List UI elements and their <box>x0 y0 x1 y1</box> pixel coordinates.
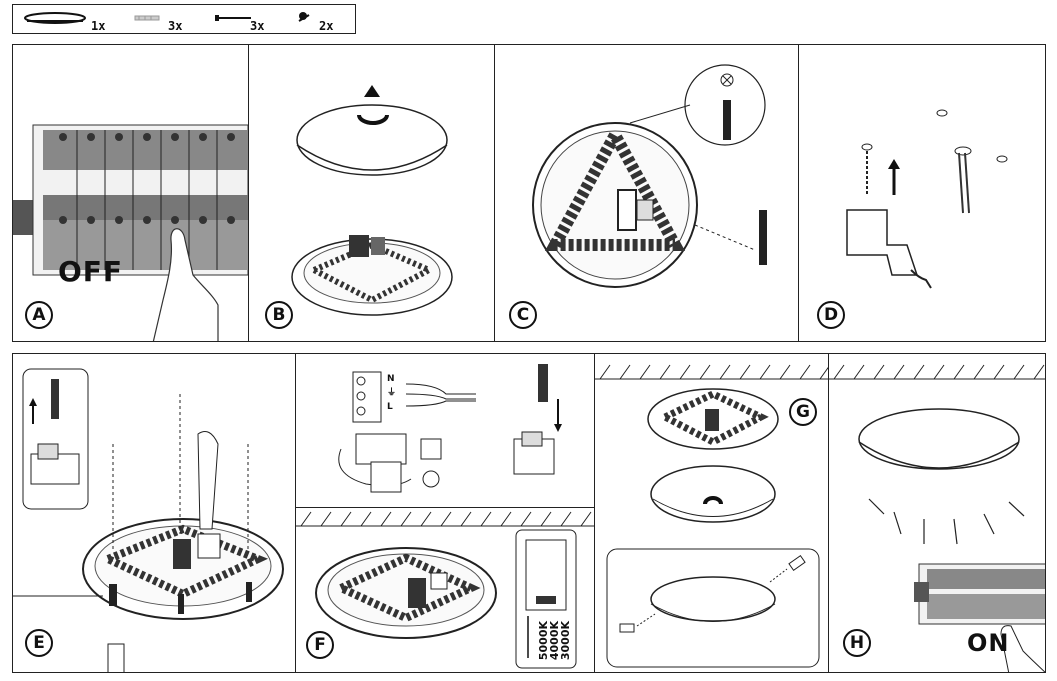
step-g-panel: G <box>594 353 829 673</box>
step-d-panel: D <box>798 44 1046 342</box>
step-a-badge: A <box>25 301 53 329</box>
cct-option-4000k: 4000K <box>548 621 561 661</box>
screw-icon <box>215 15 251 21</box>
step-c-panel: C <box>494 44 799 342</box>
wiring-panel: N ⏚ L <box>295 353 595 508</box>
part-qty-screw: 3x <box>250 19 265 33</box>
cct-option-5000k: 5000K <box>537 621 550 661</box>
terminal-label-l: L <box>387 402 393 412</box>
step-b-badge: B <box>265 301 293 329</box>
step-f-panel: 3000K 4000K 5000K F <box>295 507 595 673</box>
ceiling-lamp-icon <box>24 12 86 24</box>
mount-base-illustration <box>13 368 284 672</box>
step-h-badge: H <box>843 629 871 657</box>
attach-cover-illustration <box>595 364 828 668</box>
step-d-badge: D <box>817 301 845 329</box>
breaker-panel-illustration <box>13 124 248 341</box>
step-a-panel: OFF A <box>12 44 249 342</box>
step-e-badge: E <box>25 629 53 657</box>
power-on-illustration <box>829 364 1045 672</box>
part-qty-lamp: 1x <box>91 19 106 33</box>
on-label: ON <box>967 629 1010 657</box>
step-b-panel: B <box>248 44 495 342</box>
step-c-badge: C <box>509 301 537 329</box>
off-label: OFF <box>58 255 124 288</box>
step-f-badge: F <box>306 631 334 659</box>
mark-holes-illustration <box>532 64 767 288</box>
terminal-label-earth: ⏚ <box>387 388 397 398</box>
step-g-badge: G <box>789 398 817 426</box>
parts-list: 1x 3x 3x 2x <box>12 4 356 34</box>
part-qty-wall-plug: 3x <box>168 19 183 33</box>
step-h-panel: ON H <box>828 353 1046 673</box>
drill-holes-illustration <box>846 109 1008 289</box>
wall-plug-icon <box>134 15 160 21</box>
terminal-label-n: N <box>387 374 395 384</box>
cct-option-3000k: 3000K <box>559 621 572 661</box>
wiring-illustration <box>338 364 562 493</box>
step-e-panel: E <box>12 353 296 673</box>
set-color-temperature-illustration <box>296 511 594 669</box>
part-qty-clip: 2x <box>319 19 334 33</box>
remove-cover-illustration <box>291 85 453 316</box>
terminal-labels: N ⏚ L <box>387 372 399 414</box>
cable-clip-icon <box>298 12 310 22</box>
